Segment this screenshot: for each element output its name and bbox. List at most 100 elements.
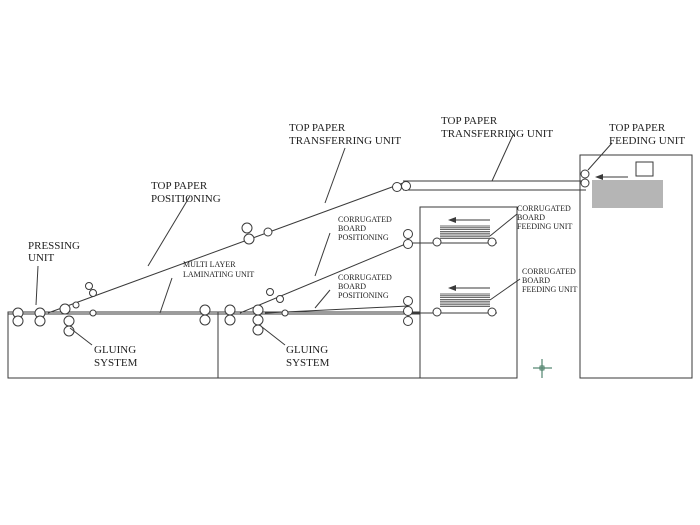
label-line: BOARD	[517, 213, 545, 222]
label-top-paper-positioning: TOP PAPER POSITIONING	[151, 180, 221, 205]
label-line: SYSTEM	[94, 357, 138, 369]
label-line: CORRUGATED	[338, 273, 392, 282]
roller	[252, 304, 264, 316]
leader-corrugated-feeding-2	[489, 278, 521, 301]
label-multi-layer-laminating: MULTI LAYER LAMINATING UNIT	[183, 260, 254, 279]
roller	[580, 169, 590, 179]
machine-frames	[7, 154, 693, 379]
label-gluing-system-1: GLUING SYSTEM	[94, 344, 139, 369]
label-line: TRANSFERRING UNIT	[289, 135, 401, 147]
positioning-line-lower	[264, 305, 409, 314]
roller	[281, 309, 289, 317]
roller	[63, 315, 75, 327]
positioning-line-upper	[239, 242, 409, 314]
label-line: TRANSFERRING UNIT	[441, 128, 553, 140]
roller	[487, 237, 497, 247]
label-line: BOARD	[338, 282, 366, 291]
label-line: GLUING	[286, 344, 328, 356]
top-paper-feeder-assembly	[592, 161, 663, 208]
label-line: TOP PAPER	[151, 180, 208, 192]
feed-arrow-head	[448, 285, 456, 291]
label-line: TOP PAPER	[289, 122, 346, 134]
label-line: POSITIONING	[338, 233, 389, 242]
roller	[580, 178, 590, 188]
label-corrugated-feeding-2: CORRUGATED BOARD FEEDING UNIT	[522, 267, 578, 294]
paper-stack	[592, 180, 663, 208]
roller	[59, 303, 71, 315]
roller	[252, 314, 264, 326]
label-corrugated-positioning-1: CORRUGATED BOARD POSITIONING	[338, 215, 394, 242]
roller	[224, 314, 236, 326]
label-line: CORRUGATED	[338, 215, 392, 224]
leader-gluing-system-2	[261, 326, 286, 346]
label-line: BOARD	[522, 276, 550, 285]
label-line: FEEDING UNIT	[609, 135, 685, 147]
roller	[403, 296, 413, 306]
leader-multi-layer	[159, 277, 173, 314]
label-line: FEEDING UNIT	[522, 285, 577, 294]
main-top-paper-path	[47, 182, 404, 314]
roller	[403, 229, 413, 239]
leader-top-paper-positioning	[147, 195, 191, 267]
roller	[89, 309, 97, 317]
label-line: POSITIONING	[151, 193, 221, 205]
roller	[266, 288, 274, 296]
roller	[34, 315, 46, 327]
paper-paths	[8, 180, 586, 315]
roller	[241, 222, 253, 234]
label-pressing-unit: PRESSING UNIT	[28, 240, 83, 264]
label-line: MULTI LAYER	[183, 260, 236, 269]
label-line: BOARD	[338, 224, 366, 233]
diagram-labels: PRESSING UNIT TOP PAPER POSITIONING TOP …	[28, 115, 685, 369]
roller	[403, 316, 413, 326]
leader-top-paper-transferring-1	[324, 147, 346, 204]
roller	[432, 307, 442, 317]
leader-corrugated-positioning-2	[314, 289, 331, 309]
label-corrugated-feeding-1: CORRUGATED BOARD FEEDING UNIT	[517, 204, 573, 231]
board-stack	[440, 225, 490, 240]
leader-gluing-system-1	[69, 327, 93, 346]
feed-arrow-head	[595, 174, 603, 180]
roller	[252, 324, 264, 336]
label-line: GLUING	[94, 344, 136, 356]
roller	[224, 304, 236, 316]
frame-top-paper-feeder	[579, 154, 693, 379]
crosshair-center	[539, 365, 545, 371]
leader-pressing-unit	[35, 265, 39, 306]
label-line: SYSTEM	[286, 357, 330, 369]
leader-corrugated-positioning-1	[314, 232, 331, 277]
board-stack	[440, 293, 490, 308]
roller	[403, 239, 413, 249]
label-line: FEEDING UNIT	[517, 222, 572, 231]
label-line: TOP PAPER	[441, 115, 498, 127]
label-line: LAMINATING UNIT	[183, 270, 254, 279]
label-top-paper-feeding: TOP PAPER FEEDING UNIT	[609, 122, 685, 147]
label-line: CORRUGATED	[517, 204, 571, 213]
roller	[403, 306, 413, 316]
corrugated-stack-upper	[440, 217, 490, 240]
roller	[89, 289, 97, 297]
roller	[243, 233, 255, 245]
feeder-motor-box	[635, 161, 654, 177]
label-line: PRESSING	[28, 240, 80, 252]
label-line: POSITIONING	[338, 291, 389, 300]
label-corrugated-positioning-2: CORRUGATED BOARD POSITIONING	[338, 273, 394, 300]
corrugated-stack-lower	[440, 285, 490, 308]
frame-corrugated-feeder	[419, 206, 518, 379]
feed-arrow-head	[448, 217, 456, 223]
roller	[12, 315, 24, 327]
roller	[401, 181, 411, 191]
roller	[63, 325, 75, 337]
leader-top-paper-transferring-2	[491, 134, 514, 182]
label-top-paper-transferring-1: TOP PAPER TRANSFERRING UNIT	[289, 122, 401, 147]
rollers	[12, 169, 590, 337]
leader-corrugated-feeding-1	[489, 213, 518, 237]
label-line: UNIT	[28, 252, 55, 264]
roller	[263, 227, 273, 237]
roller	[432, 237, 442, 247]
roller	[276, 295, 284, 303]
roller	[199, 304, 211, 316]
label-line: TOP PAPER	[609, 122, 666, 134]
